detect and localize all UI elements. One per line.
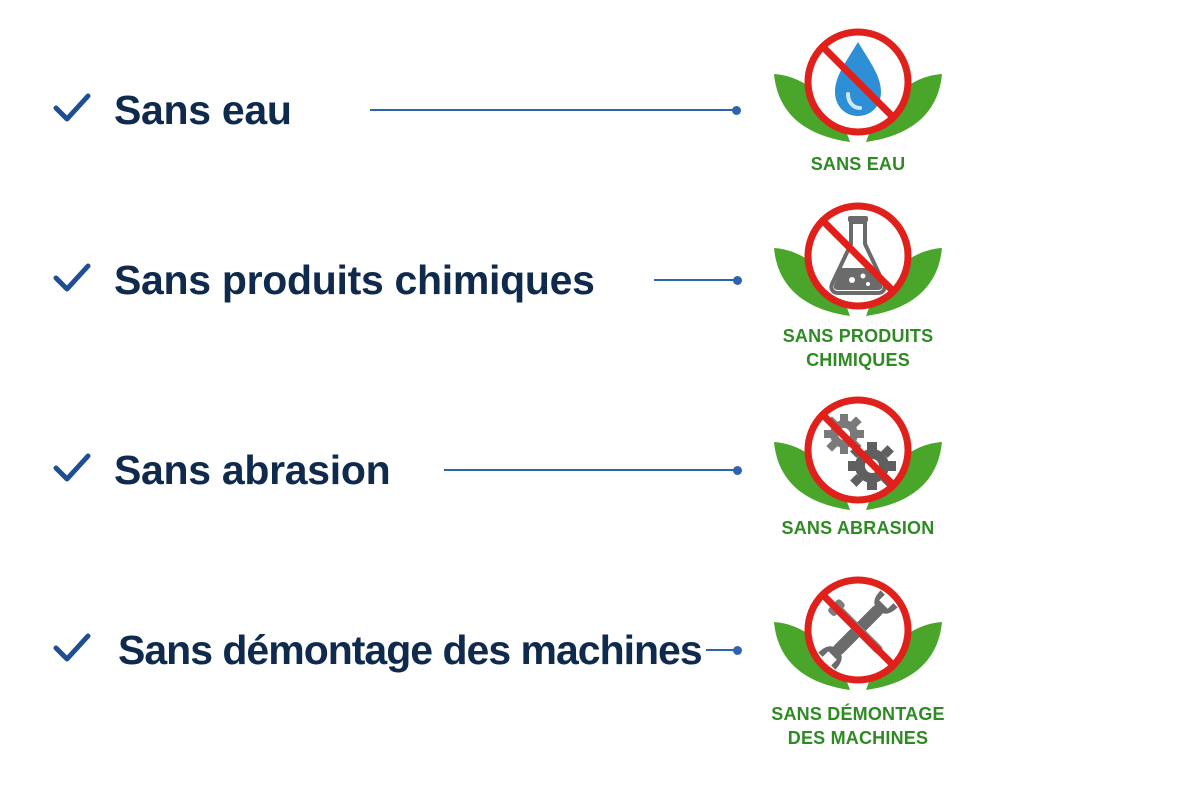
connector-dot	[733, 646, 742, 655]
feature-label: Sans eau	[114, 87, 292, 133]
badge-caption-line: SANS EAU	[810, 154, 906, 174]
checkmark-icon	[52, 452, 92, 484]
feature-label: Sans abrasion	[114, 447, 391, 493]
connector-dot	[733, 276, 742, 285]
badge-caption-line: SANS ABRASION	[781, 518, 935, 538]
feature-row-disassembly: Sans démontage des machines SA	[0, 0, 1200, 748]
connector-dot	[733, 466, 742, 475]
badge-sans-eau: SANS EAU	[768, 24, 948, 174]
badge-caption-line: SANS DÉMONTAGE	[771, 704, 945, 724]
feature-row-abrasion: Sans abrasion	[0, 0, 1200, 538]
connector-line	[370, 109, 734, 111]
badge-sans-demontage-des-machines: SANS DÉMONTAGE DES MACHINES	[768, 572, 948, 748]
checkmark-icon	[52, 262, 92, 294]
connector-dot	[732, 106, 741, 115]
feature-label: Sans démontage des machines	[118, 627, 703, 673]
connector-line	[654, 279, 736, 281]
badge-sans-abrasion: SANS ABRASION	[768, 392, 948, 538]
checkmark-icon	[52, 632, 92, 664]
connector-line	[706, 649, 736, 651]
checkmark-icon	[52, 92, 92, 124]
badge-sans-produits-chimiques: SANS PRODUITS CHIMIQUES	[768, 198, 948, 370]
badge-caption-line: SANS PRODUITS	[782, 326, 934, 346]
feature-row-chemicals: Sans produits chimiques SANS PRODUITS CH…	[0, 0, 1200, 370]
feature-label: Sans produits chimiques	[114, 257, 595, 303]
feature-row-water: Sans eau SANS EAU	[0, 0, 1200, 174]
badge-caption-line: CHIMIQUES	[806, 350, 910, 370]
connector-line	[444, 469, 736, 471]
badge-caption-line: DES MACHINES	[787, 728, 929, 748]
